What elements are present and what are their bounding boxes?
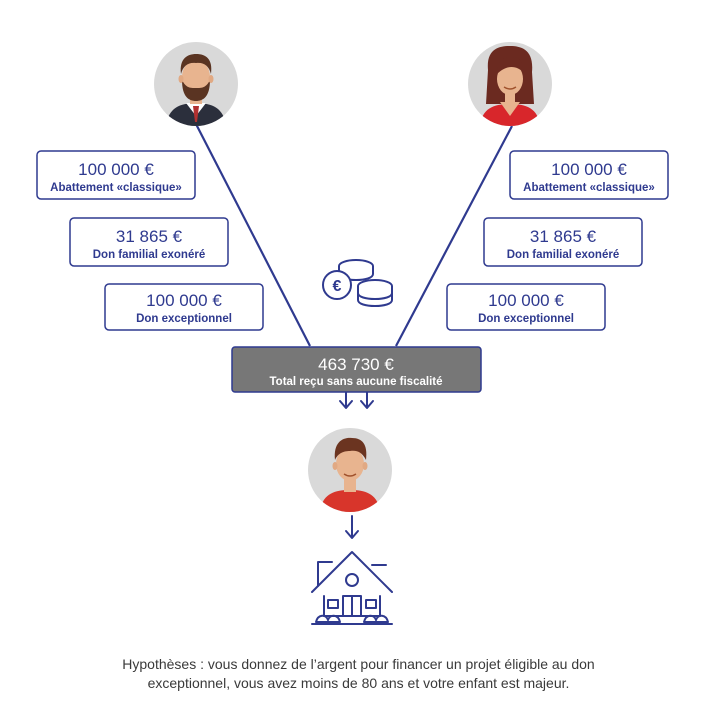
box-amount: 100 000 € [551, 160, 627, 179]
box-amount: 31 865 € [530, 227, 597, 246]
right-box-1: 100 000 € Abattement «classique» [509, 150, 669, 200]
box-amount: 100 000 € [488, 291, 564, 310]
man-avatar-icon [154, 42, 238, 126]
hypotheses-caption: Hypothèses : vous donnez de l’argent pou… [40, 655, 677, 693]
total-label: Total reçu sans aucune fiscalité [270, 376, 443, 388]
svg-text:€: € [333, 278, 342, 295]
left-box-1: 100 000 € Abattement «classique» [36, 150, 196, 200]
flow-lines [195, 123, 513, 347]
caption-line-2: exceptionnel, vous avez moins de 80 ans … [147, 675, 570, 691]
house-icon [311, 551, 393, 625]
arrow-down-icon [339, 389, 353, 409]
caption-line-1: Hypothèses : vous donnez de l’argent pou… [122, 656, 595, 672]
box-amount: 31 865 € [116, 227, 183, 246]
young-man-avatar-icon [308, 428, 392, 512]
total-box: 463 730 € Total reçu sans aucune fiscali… [231, 346, 482, 393]
box-label: Don familial exonéré [93, 249, 205, 261]
total-amount: 463 730 € [318, 355, 394, 374]
box-label: Don familial exonéré [507, 249, 619, 261]
euro-coins-icon: € [322, 259, 393, 308]
arrow-down-icon [345, 515, 359, 539]
left-parent-line [195, 123, 311, 347]
arrows-to-child [339, 389, 374, 539]
box-label: Abattement «classique» [50, 182, 182, 194]
left-box-3: 100 000 € Don exceptionnel [104, 283, 264, 331]
right-box-3: 100 000 € Don exceptionnel [446, 283, 606, 331]
right-box-2: 31 865 € Don familial exonéré [483, 217, 643, 267]
box-label: Don exceptionnel [136, 313, 232, 325]
left-box-2: 31 865 € Don familial exonéré [69, 217, 229, 267]
woman-avatar-icon [468, 42, 552, 126]
box-label: Abattement «classique» [523, 182, 655, 194]
arrow-down-icon [360, 389, 374, 409]
right-parent-line [395, 125, 513, 347]
box-label: Don exceptionnel [478, 313, 574, 325]
box-amount: 100 000 € [146, 291, 222, 310]
box-amount: 100 000 € [78, 160, 154, 179]
